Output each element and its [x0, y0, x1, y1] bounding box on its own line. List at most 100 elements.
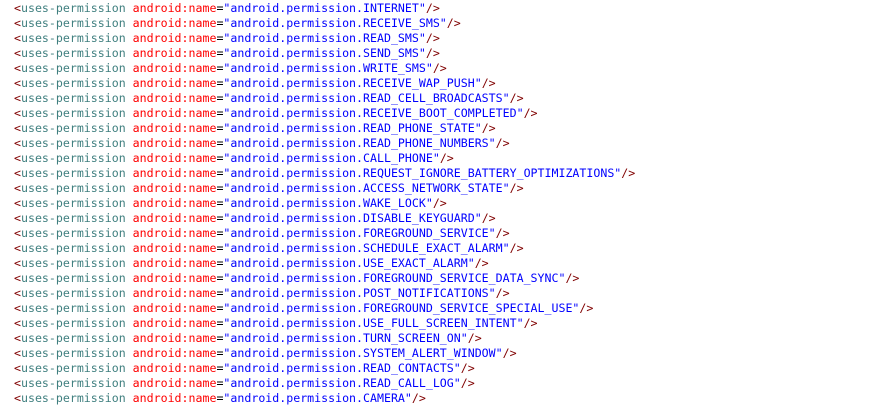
equals: = — [216, 16, 224, 30]
equals: = — [216, 361, 224, 375]
space — [126, 211, 133, 225]
close-bracket: /> — [425, 46, 440, 60]
attribute-value: "android.permission.RECEIVE_WAP_PUSH" — [223, 76, 482, 90]
code-line: <uses-permission android:name="android.p… — [14, 106, 635, 121]
equals: = — [216, 1, 224, 15]
close-bracket: /> — [481, 211, 496, 225]
close-bracket: /> — [565, 271, 580, 285]
open-bracket: < — [14, 361, 21, 375]
space — [126, 196, 133, 210]
close-bracket: /> — [432, 61, 447, 75]
open-bracket: < — [14, 211, 21, 225]
code-line: <uses-permission android:name="android.p… — [14, 31, 635, 46]
code-line: <uses-permission android:name="android.p… — [14, 16, 635, 31]
tag-name: uses-permission — [20, 166, 126, 180]
attribute-name: android:name — [132, 16, 217, 30]
attribute-name: android:name — [132, 256, 217, 270]
open-bracket: < — [14, 76, 21, 90]
close-bracket: /> — [509, 241, 524, 255]
attribute-value: "android.permission.USE_EXACT_ALARM" — [223, 256, 475, 270]
attribute-value: "android.permission.FOREGROUND_SERVICE_S… — [223, 301, 580, 315]
tag-name: uses-permission — [20, 331, 126, 345]
open-bracket: < — [14, 376, 21, 390]
attribute-value: "android.permission.SYSTEM_ALERT_WINDOW" — [223, 346, 503, 360]
attribute-name: android:name — [132, 361, 217, 375]
code-line: <uses-permission android:name="android.p… — [14, 166, 635, 181]
open-bracket: < — [14, 61, 21, 75]
attribute-name: android:name — [132, 151, 217, 165]
tag-name: uses-permission — [20, 316, 126, 330]
space — [126, 76, 133, 90]
attribute-name: android:name — [132, 76, 217, 90]
tag-name: uses-permission — [20, 241, 126, 255]
code-line: <uses-permission android:name="android.p… — [14, 121, 635, 136]
attribute-name: android:name — [132, 301, 217, 315]
space — [126, 391, 133, 405]
code-line: <uses-permission android:name="android.p… — [14, 301, 635, 316]
code-line: <uses-permission android:name="android.p… — [14, 376, 635, 391]
close-bracket: /> — [460, 376, 475, 390]
tag-name: uses-permission — [20, 121, 126, 135]
open-bracket: < — [14, 181, 21, 195]
equals: = — [216, 256, 224, 270]
tag-name: uses-permission — [20, 376, 126, 390]
code-line: <uses-permission android:name="android.p… — [14, 151, 635, 166]
close-bracket: /> — [425, 31, 440, 45]
tag-name: uses-permission — [20, 196, 126, 210]
open-bracket: < — [14, 196, 21, 210]
space — [126, 226, 133, 240]
attribute-name: android:name — [132, 286, 217, 300]
equals: = — [216, 136, 224, 150]
equals: = — [216, 301, 224, 315]
space — [126, 346, 133, 360]
close-bracket: /> — [502, 346, 517, 360]
space — [126, 106, 133, 120]
space — [126, 286, 133, 300]
equals: = — [216, 181, 224, 195]
tag-name: uses-permission — [20, 61, 126, 75]
close-bracket: /> — [460, 361, 475, 375]
attribute-value: "android.permission.CALL_PHONE" — [223, 151, 440, 165]
attribute-value: "android.permission.ACCESS_NETWORK_STATE… — [223, 181, 510, 195]
attribute-value: "android.permission.WRITE_SMS" — [223, 61, 433, 75]
open-bracket: < — [14, 151, 21, 165]
close-bracket: /> — [439, 151, 454, 165]
close-bracket: /> — [509, 181, 524, 195]
space — [126, 151, 133, 165]
space — [126, 61, 133, 75]
attribute-name: android:name — [132, 46, 217, 60]
equals: = — [216, 286, 224, 300]
attribute-name: android:name — [132, 181, 217, 195]
attribute-value: "android.permission.SCHEDULE_EXACT_ALARM… — [223, 241, 510, 255]
code-line: <uses-permission android:name="android.p… — [14, 46, 635, 61]
attribute-value: "android.permission.SEND_SMS" — [223, 46, 426, 60]
tag-name: uses-permission — [20, 16, 126, 30]
tag-name: uses-permission — [20, 136, 126, 150]
attribute-name: android:name — [132, 346, 217, 360]
attribute-value: "android.permission.READ_CELL_BROADCASTS… — [223, 91, 510, 105]
attribute-name: android:name — [132, 166, 217, 180]
close-bracket: /> — [432, 196, 447, 210]
tag-name: uses-permission — [20, 271, 126, 285]
code-line: <uses-permission android:name="android.p… — [14, 61, 635, 76]
tag-name: uses-permission — [20, 1, 126, 15]
open-bracket: < — [14, 166, 21, 180]
xml-code-view: <uses-permission android:name="android.p… — [14, 1, 635, 406]
equals: = — [216, 331, 224, 345]
attribute-name: android:name — [132, 376, 217, 390]
code-line: <uses-permission android:name="android.p… — [14, 331, 635, 346]
tag-name: uses-permission — [20, 286, 126, 300]
space — [126, 361, 133, 375]
tag-name: uses-permission — [20, 76, 126, 90]
open-bracket: < — [14, 346, 21, 360]
equals: = — [216, 166, 224, 180]
space — [126, 301, 133, 315]
space — [126, 256, 133, 270]
attribute-name: android:name — [132, 106, 217, 120]
open-bracket: < — [14, 121, 21, 135]
equals: = — [216, 31, 224, 45]
code-line: <uses-permission android:name="android.p… — [14, 136, 635, 151]
attribute-value: "android.permission.READ_CALL_LOG" — [223, 376, 461, 390]
tag-name: uses-permission — [20, 301, 126, 315]
attribute-name: android:name — [132, 241, 217, 255]
